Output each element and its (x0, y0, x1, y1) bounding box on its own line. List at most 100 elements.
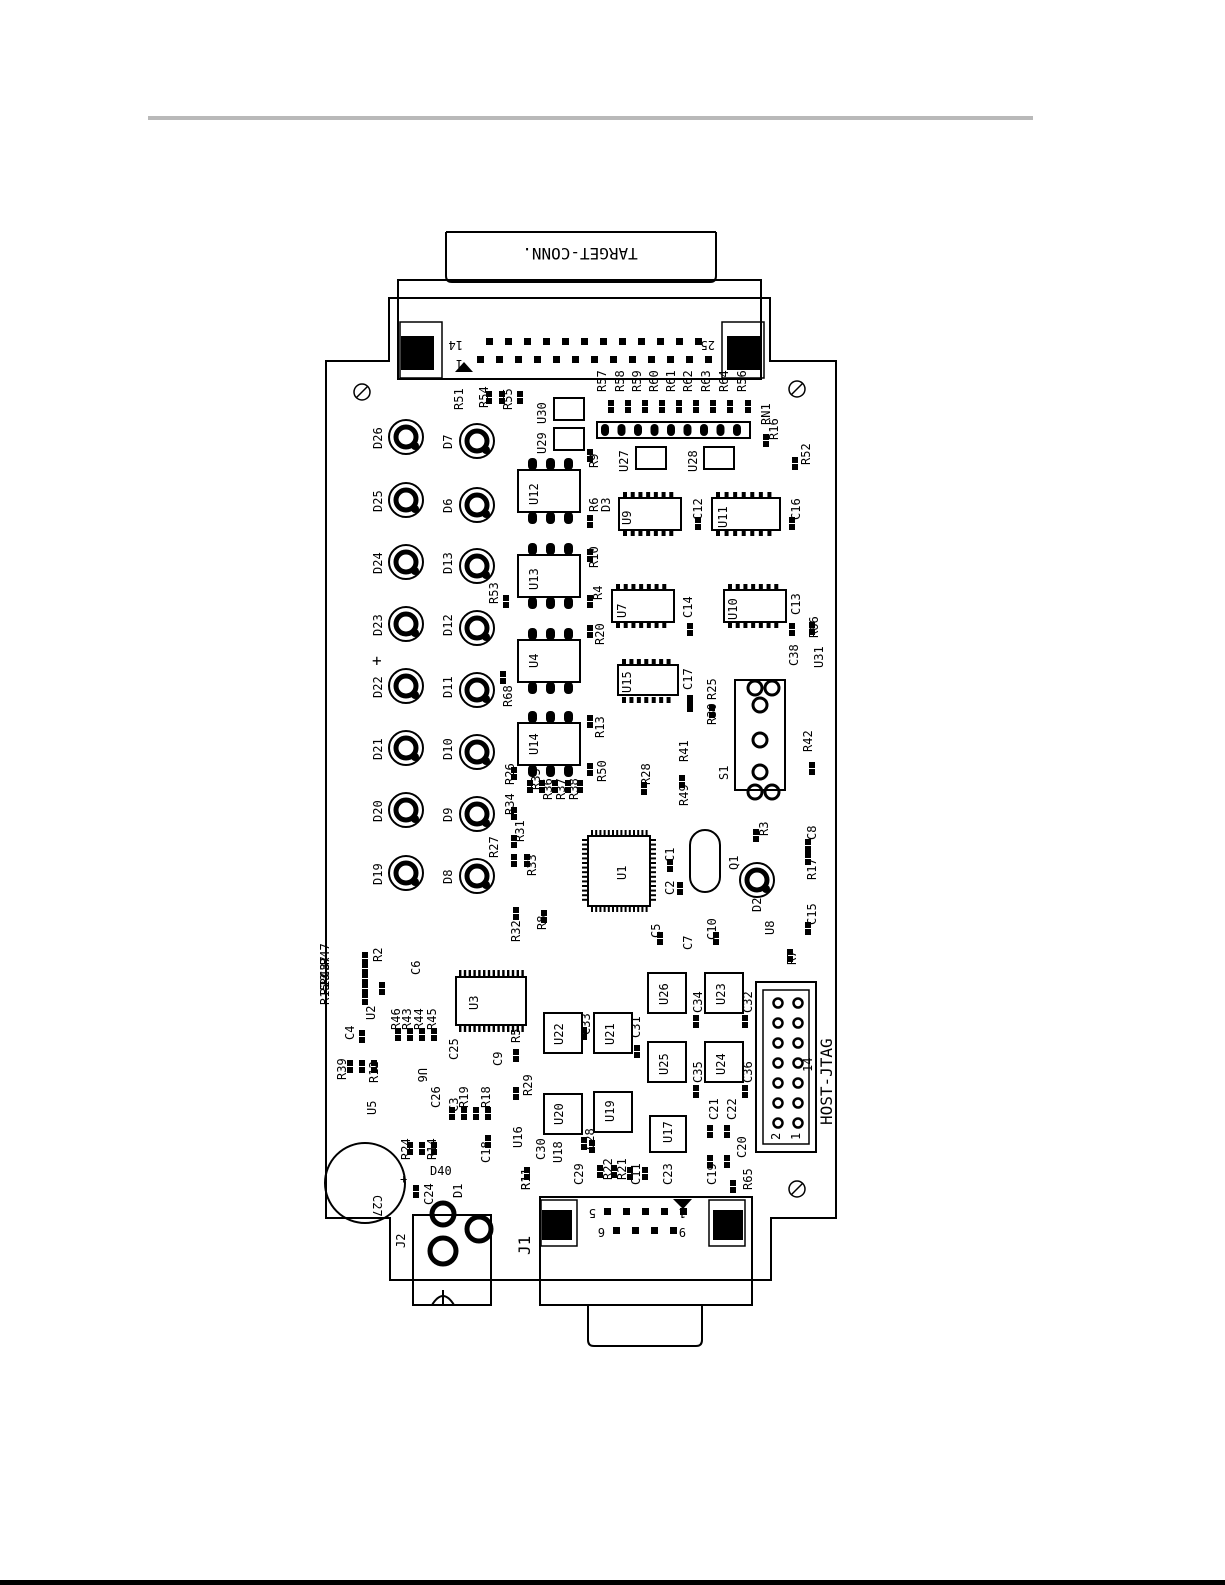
smd-pad (589, 1140, 595, 1146)
smd-pad (513, 907, 519, 913)
smd-pad (379, 989, 385, 995)
soic-lead (743, 622, 748, 628)
dip-pin (564, 765, 573, 777)
jtag-pin (792, 997, 804, 1009)
u26-label: U26 (657, 983, 671, 1005)
smd-pad (511, 767, 517, 773)
led-label: D19 (371, 863, 385, 885)
part-label: R63 (699, 370, 713, 392)
qfp-lead (620, 906, 623, 912)
smd-pad (687, 623, 693, 629)
u8-label: U8 (763, 921, 777, 935)
qfp-lead (582, 885, 588, 887)
smd-pad (687, 630, 693, 636)
qfp-lead (599, 906, 602, 912)
rn1-pad (650, 424, 659, 436)
smd-pad (419, 1142, 425, 1148)
qfp-lead (582, 848, 588, 851)
qfp-lead (628, 906, 631, 912)
u25-label: U25 (657, 1053, 671, 1075)
smd-pad (419, 1149, 425, 1155)
s1-pad (751, 763, 769, 781)
d40-label: D40 (430, 1164, 452, 1178)
part-label: R51 (452, 388, 466, 410)
soic-lead (766, 622, 771, 628)
smd-pad (359, 1030, 365, 1036)
led-footprint (388, 419, 424, 455)
u3-lead (463, 970, 467, 977)
target-pin-pad (496, 356, 503, 363)
part-label: R9 (587, 454, 601, 468)
soic-lead (750, 492, 755, 498)
soic-lead (728, 584, 732, 590)
smd-pad (431, 1142, 437, 1148)
q1-label: Q1 (727, 856, 741, 870)
soic-lead (653, 530, 658, 536)
u2-label: U2 (364, 1006, 378, 1020)
u3-lead (478, 970, 481, 977)
dip-pin (528, 597, 537, 609)
qfp-lead (650, 839, 656, 841)
part-label: R19 (457, 1086, 471, 1108)
led-footprint (739, 862, 775, 898)
u3-lead (511, 970, 515, 977)
j1-pin-pad (651, 1227, 658, 1234)
part-label: R17 (805, 858, 819, 880)
u23-label: U23 (714, 983, 728, 1005)
smd-pad (753, 829, 759, 835)
target-pin-25: 25 (701, 338, 715, 352)
dip-pin (546, 765, 555, 777)
smd-pad (693, 1092, 699, 1098)
qfp-lead (641, 830, 644, 836)
part-label: C23 (661, 1163, 675, 1185)
smd-pad (486, 391, 492, 397)
part-label: R57 (595, 370, 609, 392)
part-label: R16 (767, 418, 781, 440)
qfp-lead (650, 843, 656, 846)
led-label: D26 (371, 427, 385, 449)
mounting-holes (353, 380, 806, 1198)
part-label: R1 (519, 1176, 533, 1190)
qfp-lead (582, 871, 588, 874)
smd-pad (597, 1172, 603, 1178)
soic-lead (733, 492, 738, 498)
u3-lead (502, 1025, 505, 1032)
part-label: C11 (629, 1163, 643, 1185)
smd-pad (513, 1087, 519, 1093)
board-outline (325, 297, 837, 1281)
part-label: R25 (705, 678, 719, 700)
part-label: R61 (664, 370, 678, 392)
smd-pad (587, 456, 593, 462)
smd-pad (695, 517, 701, 523)
led-label: D21 (371, 738, 385, 760)
part-label: R7 (785, 951, 799, 965)
soic-lead (636, 659, 641, 665)
soic-lead (654, 584, 659, 590)
smd-pad (742, 1022, 748, 1028)
part-label: C6 (409, 961, 423, 975)
u3-lead (507, 1025, 510, 1032)
soic-lead (661, 492, 666, 498)
smd-pad (413, 1185, 419, 1191)
smd-pad (565, 780, 571, 786)
u3-lead (483, 1025, 486, 1032)
part-label: C5 (649, 924, 663, 938)
part-label: C25 (447, 1038, 461, 1060)
u29-label: U29 (535, 432, 549, 454)
smd-pad (359, 1067, 365, 1073)
soic-lead (724, 492, 729, 498)
smd-pad (527, 787, 533, 793)
rn1-pad (601, 424, 609, 436)
qfp-lead (599, 830, 602, 836)
jtag-pin (772, 1057, 784, 1069)
part-label: R56 (735, 370, 749, 392)
led-footprint (388, 606, 424, 642)
smd-pad (642, 1167, 648, 1173)
part-label: R46 (389, 1008, 403, 1030)
soic-lead (646, 584, 651, 590)
soic-lead (616, 622, 620, 628)
smd-pad (449, 1107, 455, 1113)
qfp-lead (650, 889, 656, 892)
jtag-pin (792, 1077, 804, 1089)
j2-power-jack (412, 1200, 494, 1306)
